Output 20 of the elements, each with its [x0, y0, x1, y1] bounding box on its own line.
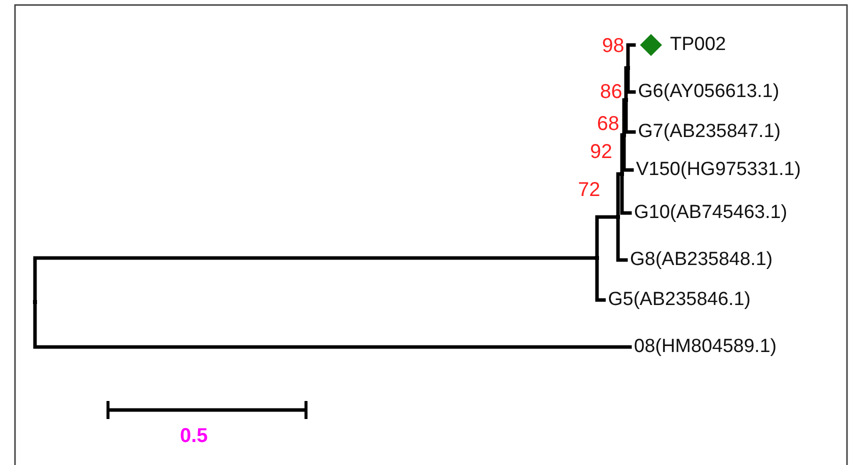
branch-point: [624, 98, 628, 102]
taxon-label: TP002: [670, 34, 726, 56]
bootstrap-value: 72: [578, 179, 600, 201]
taxon-label: 08(HM804589.1): [634, 336, 777, 358]
branch-point: [620, 172, 624, 176]
bootstrap-value: 92: [590, 141, 612, 163]
taxon-label: G5(AB235846.1): [608, 289, 751, 311]
bootstrap-value: 98: [602, 35, 624, 57]
taxon-label: G10(AB745463.1): [634, 202, 788, 224]
taxon-label: V150(HG975331.1): [636, 159, 801, 181]
bootstrap-value: 86: [600, 81, 622, 103]
branch-point: [595, 256, 599, 260]
scale-value: 0.5: [180, 424, 208, 448]
taxon-label: G7(AB235847.1): [638, 121, 781, 143]
taxon-label: G6(AY056613.1): [638, 81, 780, 103]
branch-point: [616, 215, 620, 219]
taxon-label: G8(AB235848.1): [630, 249, 773, 271]
bootstrap-value: 68: [597, 113, 620, 135]
branch-point: [626, 66, 630, 70]
branch-point: [622, 133, 626, 137]
